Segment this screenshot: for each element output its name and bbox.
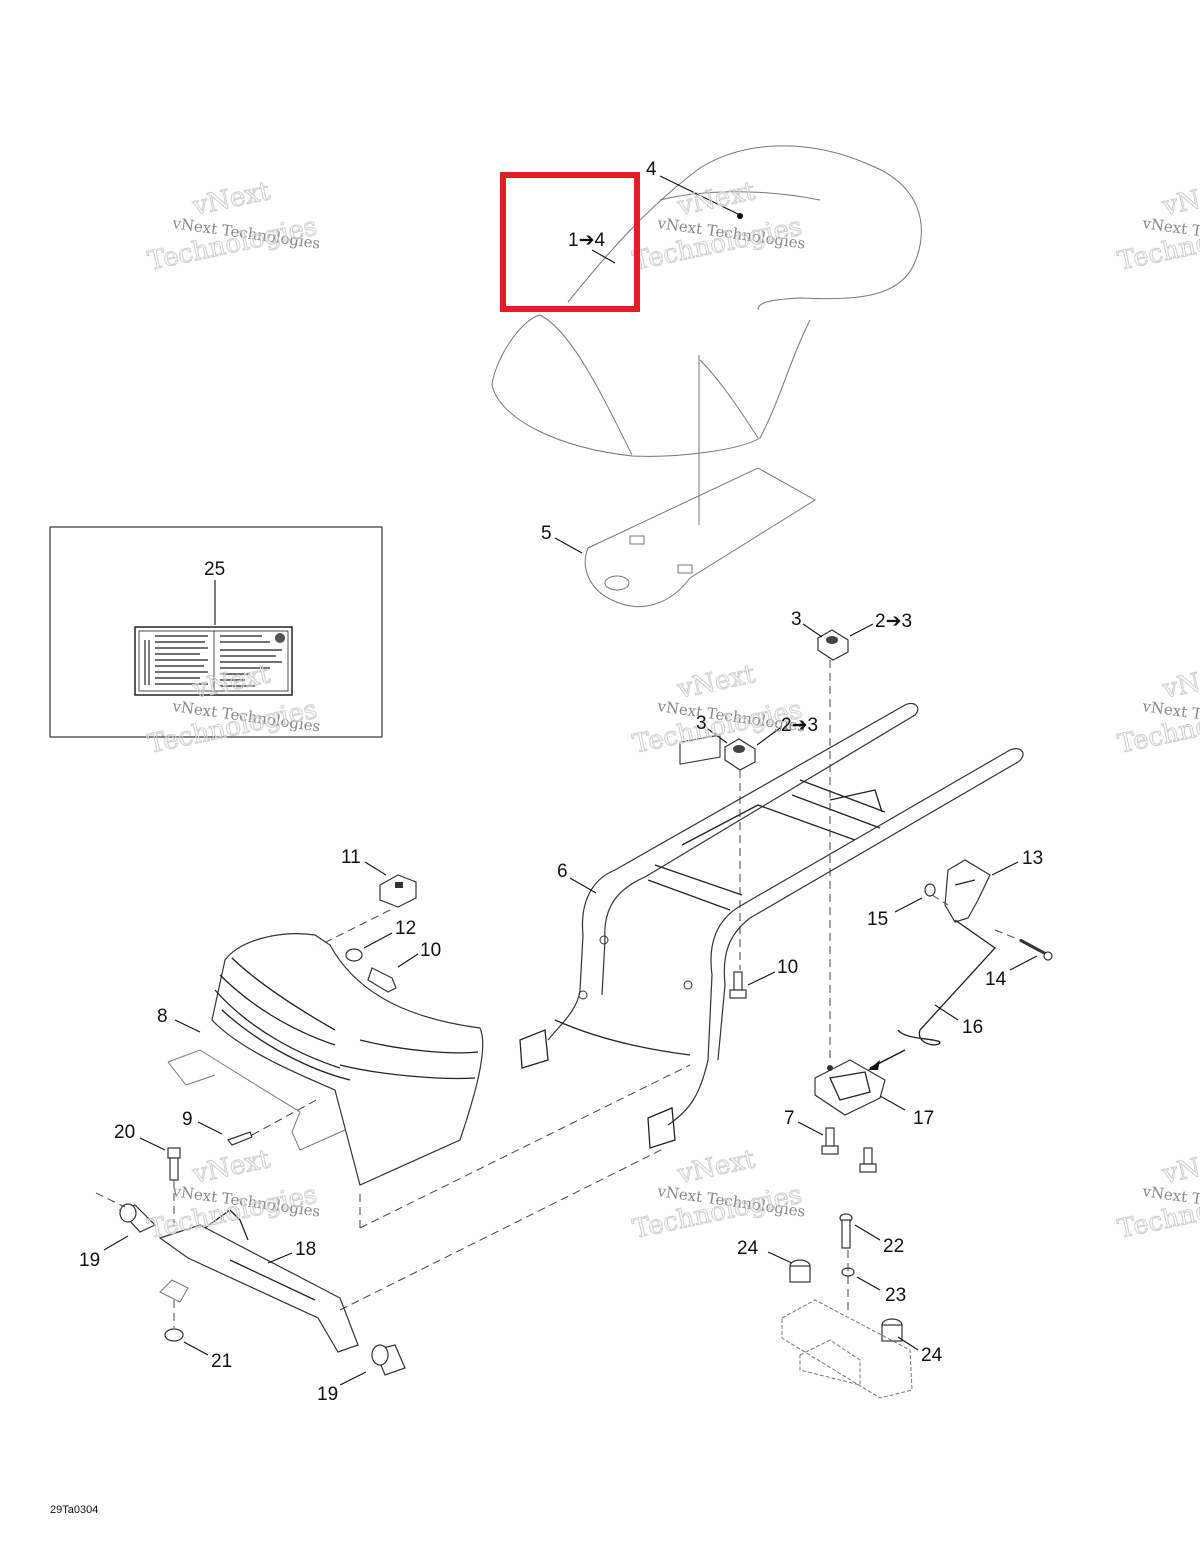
callout-17[interactable]: 17: [913, 1108, 934, 1129]
callout-1-4[interactable]: 1➔4: [568, 230, 605, 251]
callout-19-right[interactable]: 19: [317, 1384, 338, 1405]
callout-14[interactable]: 14: [985, 969, 1007, 990]
callout-8[interactable]: 8: [157, 1006, 168, 1027]
latch-plate-17: [814, 1059, 886, 1116]
svg-text:vNext: vNext: [1159, 659, 1200, 705]
callout-3-lower[interactable]: 3: [696, 713, 707, 734]
callout-20[interactable]: 20: [114, 1122, 135, 1143]
callout-10-center[interactable]: 10: [777, 957, 798, 978]
callout-19-left[interactable]: 19: [79, 1250, 100, 1271]
callout-24-left[interactable]: 24: [737, 1238, 759, 1259]
callout-labels: 1➔4 4 5 25 3 2➔3 3 2➔3 6 11 12 10 10 13 …: [79, 159, 1043, 1405]
assembly-guide-lines: [95, 660, 1021, 1328]
watermark-low-center: vNext vNext Technologies Technologies: [630, 1144, 807, 1246]
rubber-pad-lower: [724, 738, 756, 771]
seat-base-drawing: [584, 467, 816, 608]
callout-6[interactable]: 6: [557, 861, 568, 882]
rubber-pad-upper: [817, 629, 849, 661]
callout-2-3-lower[interactable]: 2➔3: [781, 715, 818, 736]
bushing-19-right: [371, 1344, 406, 1376]
callout-4[interactable]: 4: [646, 159, 657, 180]
warning-label-decal: [134, 626, 293, 696]
watermark-mid-right: vNext vNext Technologies Technologies: [1115, 659, 1200, 761]
screw-10-center: [729, 971, 747, 999]
nut-21: [164, 1328, 184, 1342]
bumper-24-left: [789, 1259, 811, 1283]
drawing-code: 29Ta0304: [50, 1504, 98, 1516]
svg-text:vNext: vNext: [1159, 1144, 1200, 1190]
svg-text:vNext: vNext: [674, 176, 758, 222]
callout-23[interactable]: 23: [885, 1285, 906, 1306]
callout-9[interactable]: 9: [182, 1109, 193, 1130]
bumper-mount-bracket: [781, 1299, 913, 1399]
washer-15: [924, 883, 936, 897]
screw-7-right: [859, 1147, 877, 1173]
rod-16: [897, 919, 996, 1046]
svg-text:vNext: vNext: [189, 1144, 273, 1190]
callout-5[interactable]: 5: [541, 523, 552, 544]
callout-18[interactable]: 18: [295, 1239, 316, 1260]
stud-22: [839, 1213, 853, 1249]
callout-24-right[interactable]: 24: [921, 1345, 943, 1366]
support-arm-18: [158, 1209, 359, 1353]
watermark-top-left: vNext vNext Technologies Technologies: [145, 176, 322, 278]
svg-text:vNext: vNext: [1159, 176, 1200, 222]
watermark-top-center: vNext vNext Technologies Technologies: [630, 176, 807, 278]
callout-25[interactable]: 25: [204, 559, 225, 580]
svg-text:vNext: vNext: [674, 1144, 758, 1190]
watermark-top-right: vNext vNext Technologies Technologies: [1115, 176, 1200, 278]
callout-12[interactable]: 12: [395, 918, 416, 939]
callout-2-3-upper[interactable]: 2➔3: [875, 611, 912, 632]
callout-16[interactable]: 16: [962, 1017, 983, 1038]
clip-part-11: [379, 874, 417, 908]
latch-13: [944, 859, 991, 923]
watermark-low-right: vNext vNext Technologies Technologies: [1115, 1144, 1200, 1246]
screw-9: [227, 1131, 253, 1146]
callout-3-upper[interactable]: 3: [791, 609, 802, 630]
callout-22[interactable]: 22: [883, 1236, 904, 1257]
bumper-24-right: [881, 1318, 903, 1342]
seat-drawing: [491, 145, 922, 525]
highlight-box: [500, 172, 640, 312]
leader-lines: [103, 175, 1038, 1386]
callout-11[interactable]: 11: [341, 847, 361, 868]
svg-text:vNext: vNext: [189, 176, 273, 222]
seat-frame-drawing: [519, 702, 1024, 1149]
bushing-19-left: [118, 1203, 157, 1233]
label-detail-box: [49, 526, 383, 738]
pin-14: [1019, 938, 1053, 961]
callout-21[interactable]: 21: [211, 1351, 232, 1372]
callout-13[interactable]: 13: [1022, 848, 1043, 869]
screw-7-left: [821, 1127, 839, 1155]
washer-12: [345, 948, 363, 962]
bolt-20: [167, 1147, 181, 1181]
svg-text:vNext: vNext: [674, 659, 758, 705]
callout-15[interactable]: 15: [867, 909, 888, 930]
callout-10-left[interactable]: 10: [420, 940, 441, 961]
watermark-mid-center: vNext vNext Technologies Technologies: [630, 659, 807, 761]
front-support-drawing: [167, 933, 484, 1186]
screw-10-left: [367, 967, 397, 993]
callout-7[interactable]: 7: [784, 1108, 795, 1129]
